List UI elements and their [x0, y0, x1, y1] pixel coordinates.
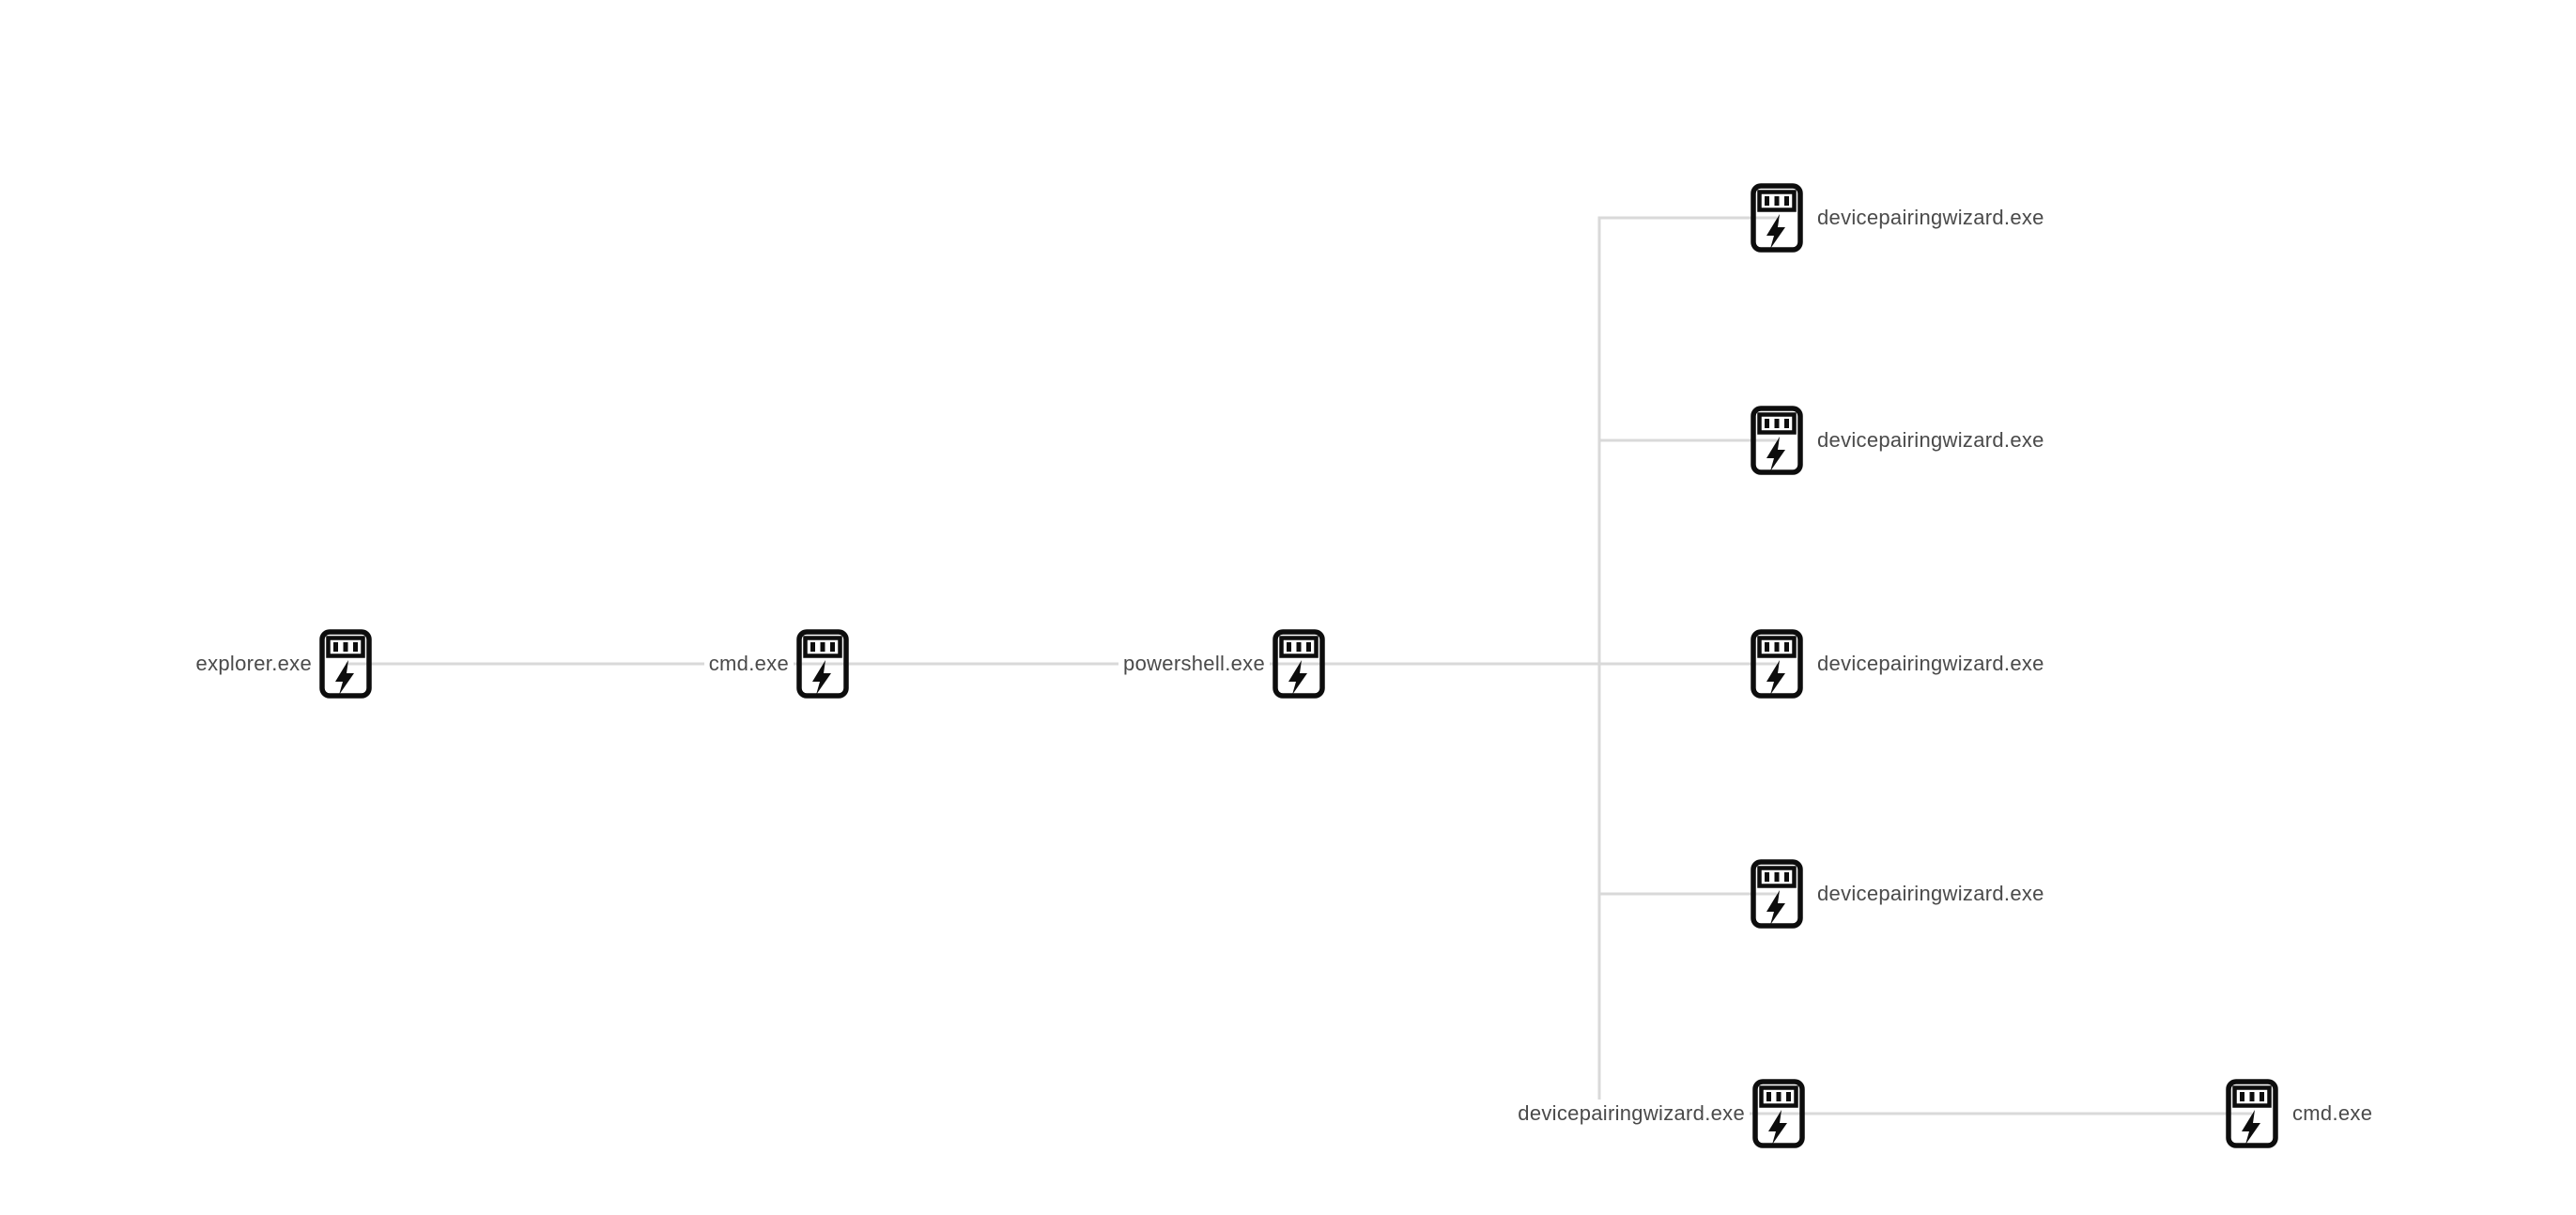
pin-bar: [1774, 419, 1780, 428]
lightning-bolt-icon: [812, 660, 831, 695]
pin-bar: [1774, 196, 1780, 206]
process-executable-icon: [1273, 629, 1325, 699]
pin-bar: [1765, 642, 1769, 652]
process-executable-icon: [1751, 183, 1803, 253]
process-edge-powershell-dpw5: [1299, 662, 1779, 1115]
process-executable-icon: [1751, 629, 1803, 699]
pin-bar: [1306, 642, 1311, 652]
pin-bar: [353, 642, 358, 652]
process-label: cmd.exe: [2288, 1100, 2378, 1128]
lightning-bolt-icon: [1768, 1110, 1787, 1145]
process-executable-icon: [1752, 1079, 1805, 1148]
pin-bar: [1766, 1092, 1771, 1101]
lightning-bolt-icon: [1288, 660, 1307, 695]
process-label: explorer.exe: [191, 650, 316, 678]
process-label: cmd.exe: [703, 650, 794, 678]
pin-bar: [1296, 642, 1302, 652]
pin-bar: [1765, 196, 1769, 206]
lightning-bolt-icon: [1766, 660, 1785, 695]
pin-bar: [1774, 872, 1780, 882]
process-label: devicepairingwizard.exe: [1812, 204, 2049, 232]
pin-bar: [1776, 1092, 1782, 1101]
process-executable-icon: [796, 629, 849, 699]
lightning-bolt-icon: [1766, 437, 1785, 471]
process-edge-powershell-dpw2: [1299, 438, 1777, 666]
pin-bar: [2240, 1092, 2244, 1101]
process-label: devicepairingwizard.exe: [1812, 650, 2049, 678]
lightning-bolt-icon: [335, 660, 354, 695]
pin-bar: [333, 642, 338, 652]
process-label: devicepairingwizard.exe: [1812, 426, 2049, 454]
process-executable-icon: [1751, 859, 1803, 929]
pin-bar: [1784, 642, 1789, 652]
process-executable-icon: [319, 629, 372, 699]
process-executable-icon: [2226, 1079, 2278, 1148]
pin-bar: [810, 642, 815, 652]
pin-bar: [2260, 1092, 2264, 1101]
process-executable-icon: [1751, 406, 1803, 475]
process-label: devicepairingwizard.exe: [1513, 1100, 1750, 1128]
process-edge-powershell-dpw4: [1299, 662, 1777, 896]
pin-bar: [1765, 872, 1769, 882]
pin-bar: [1287, 642, 1291, 652]
pin-bar: [1774, 642, 1780, 652]
pin-bar: [1765, 419, 1769, 428]
lightning-bolt-icon: [1766, 214, 1785, 249]
pin-bar: [1784, 419, 1789, 428]
pin-bar: [2249, 1092, 2255, 1101]
pin-bar: [1786, 1092, 1791, 1101]
lightning-bolt-icon: [2242, 1110, 2260, 1145]
pin-bar: [1784, 872, 1789, 882]
process-label: powershell.exe: [1118, 650, 1270, 678]
lightning-bolt-icon: [1766, 890, 1785, 925]
pin-bar: [830, 642, 835, 652]
process-label: devicepairingwizard.exe: [1812, 880, 2049, 908]
pin-bar: [1784, 196, 1789, 206]
pin-bar: [820, 642, 825, 652]
pin-bar: [343, 642, 348, 652]
